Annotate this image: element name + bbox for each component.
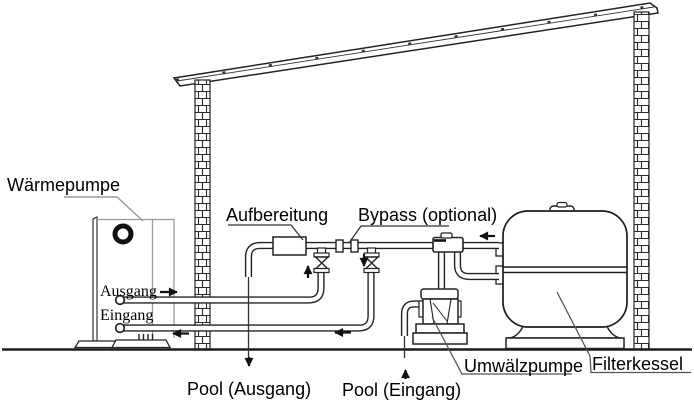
left-wall <box>194 79 211 350</box>
bypass-valve <box>363 247 380 274</box>
label-pool-outlet: Pool (Ausgang) <box>187 379 312 399</box>
multiport-valve <box>432 232 464 253</box>
right-wall <box>633 11 650 350</box>
heat-pump-ports <box>114 294 126 334</box>
label-bypass: Bypass (optional) <box>358 205 498 225</box>
filterkessel-leader <box>556 291 691 374</box>
fan-icon <box>112 223 134 245</box>
filter-vessel <box>495 201 628 350</box>
pipework <box>121 241 499 336</box>
label-outlet: Ausgang <box>100 283 157 300</box>
treatment-valve <box>313 247 330 274</box>
label-leaders <box>64 196 691 375</box>
flow-arrows <box>160 231 495 379</box>
filter-tank <box>502 210 628 328</box>
label-treatment: Aufbereitung <box>226 205 329 225</box>
pool-connection-lines <box>247 277 406 358</box>
treatment-unit <box>272 236 307 256</box>
label-heat-pump: Wärmepumpe <box>7 175 121 195</box>
building-shell <box>2 2 692 351</box>
roof <box>172 2 659 87</box>
label-circulation-pump: Umwälzpumpe <box>464 356 584 376</box>
label-inlet: Eingang <box>100 307 154 324</box>
label-filter-vessel: Filterkessel <box>592 354 684 374</box>
bypass-coupling <box>335 239 359 253</box>
label-pool-inlet: Pool (Eingang) <box>342 380 462 400</box>
circulation-pump <box>412 288 468 345</box>
heat-pump-base <box>73 334 172 349</box>
